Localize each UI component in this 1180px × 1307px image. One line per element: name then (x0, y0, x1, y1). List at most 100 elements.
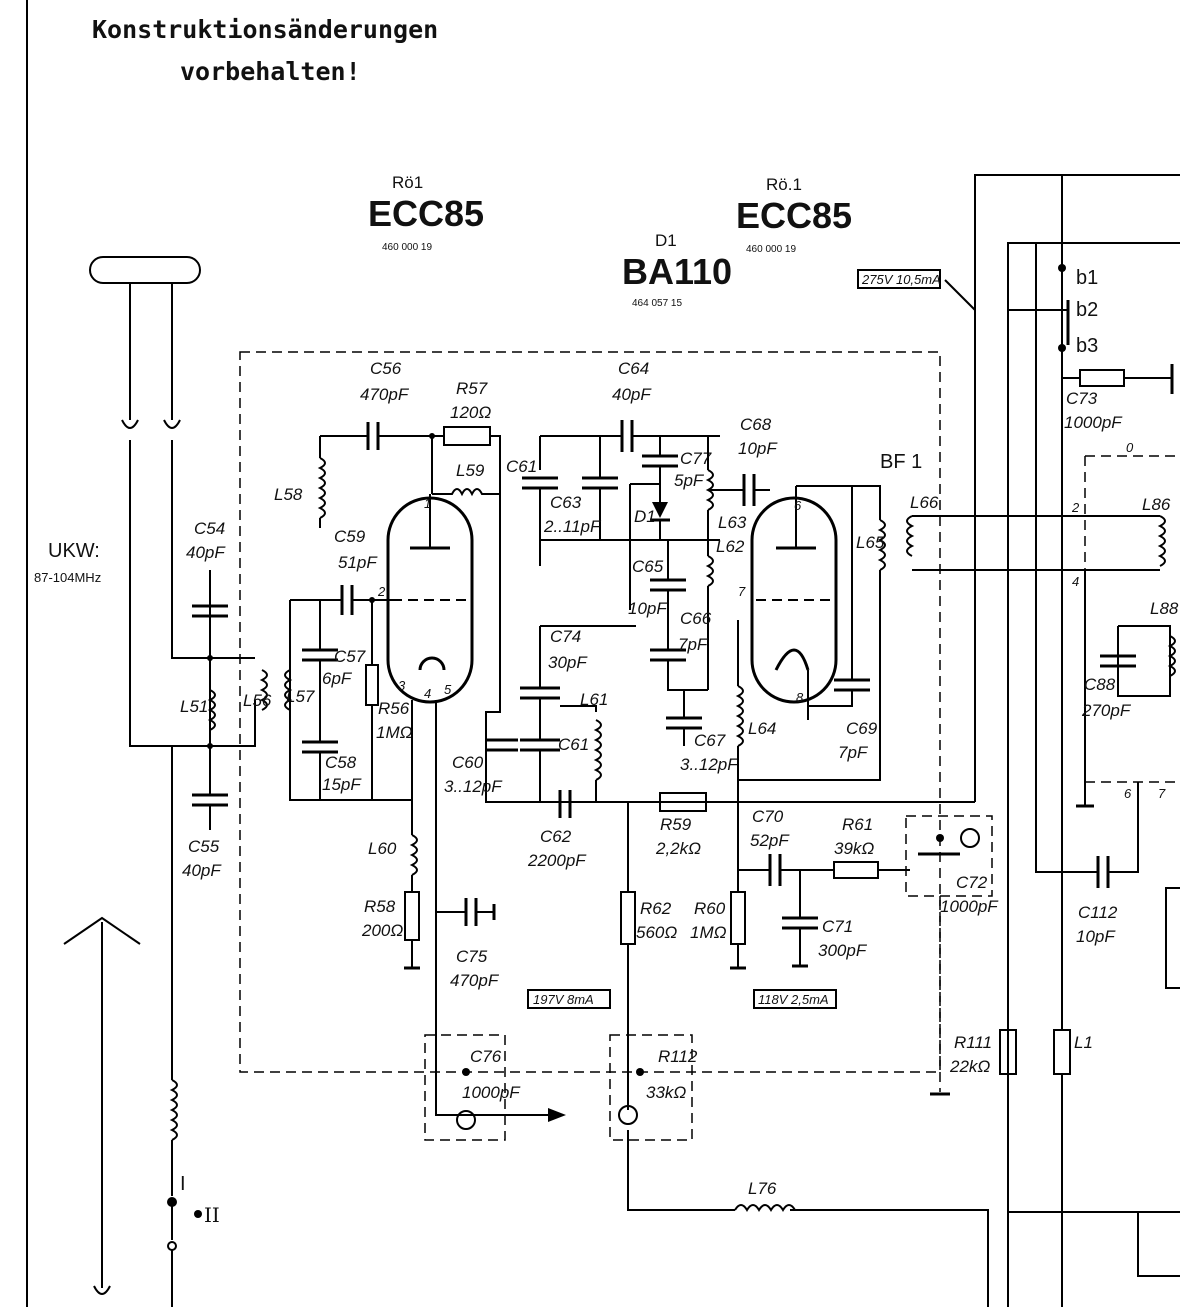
tube1-part: 460 000 19 (382, 242, 432, 253)
r59-ref: R59 (660, 815, 692, 834)
c72-val: 1000pF (940, 897, 999, 916)
c58-ref: C58 (325, 753, 357, 772)
junction (369, 597, 375, 603)
c61-lower-ref: C61 (558, 735, 589, 754)
tube1-envelope (386, 496, 474, 704)
wire (796, 485, 853, 680)
inductor-l62 (705, 555, 714, 587)
r113-ref: C73 (1066, 389, 1098, 408)
wire (1035, 243, 1098, 873)
c68-val: 10pF (738, 439, 778, 458)
voltage-tag-275 (857, 269, 941, 289)
c65-val: 10pF (628, 599, 668, 618)
r60-ref: R60 (694, 899, 726, 918)
pin-2b: 2 (1071, 500, 1080, 515)
c60-ref: C60 (452, 753, 484, 772)
switch-pos-2: II (204, 1203, 220, 1227)
c58-val: 15pF (322, 775, 362, 794)
resistor-r58 (404, 891, 420, 941)
l66-label: L66 (910, 493, 939, 512)
l59-label: L59 (456, 461, 485, 480)
l88-label: L88 (1150, 599, 1179, 618)
switch-b2: b2 (1076, 299, 1098, 321)
band-range: 87-104MHz (34, 570, 101, 585)
r56-val: 1MΩ (376, 723, 413, 742)
c112-val: 10pF (1076, 927, 1116, 946)
r62-val: 560Ω (636, 923, 677, 942)
voltage-118: 118V 2,5mA (758, 992, 829, 1007)
c64-val: 40pF (612, 385, 652, 404)
arrow-head (548, 1108, 566, 1122)
l65-label: L65 (856, 533, 885, 552)
l56-label: L56 (243, 691, 272, 710)
switch-contact-2 (194, 1210, 202, 1218)
resistor-r112 (999, 1029, 1017, 1075)
c62-val: 2200pF (527, 851, 587, 870)
r62-ref: R62 (640, 899, 672, 918)
c65-ref: C65 (632, 557, 664, 576)
c73-ref: C76 (470, 1047, 502, 1066)
c71-ref: C71 (822, 917, 853, 936)
inductor-l76 (734, 1204, 796, 1212)
c60-val: 3..12pF (444, 777, 503, 796)
c75-ref: C75 (456, 947, 488, 966)
c88-val: 270pF (1081, 701, 1132, 720)
c64-ref: C64 (618, 359, 649, 378)
c77-val: 5pF (674, 471, 705, 490)
junction (462, 1068, 470, 1076)
c69-ref: C69 (846, 719, 878, 738)
c76-box (609, 1034, 693, 1141)
diode-type: BA110 (622, 251, 732, 292)
tank-circuit (1117, 625, 1171, 697)
junction (636, 1068, 644, 1076)
pin-4b: 4 (1072, 574, 1079, 589)
switch-b3: b3 (1076, 335, 1098, 357)
bus-line (485, 494, 975, 803)
c63-val: 2..11pF (543, 517, 602, 536)
l63-label: L63 (718, 513, 747, 532)
l60-label: L60 (368, 839, 397, 858)
r56-ref: R56 (378, 699, 410, 718)
c76-val: 33kΩ (646, 1083, 686, 1102)
resistor-r60 (730, 891, 746, 945)
r60-val: 1MΩ (690, 923, 727, 942)
pin-0: 0 (1126, 440, 1134, 455)
voltage-275: 275V 10,5mA (861, 272, 941, 287)
c76-terminal (618, 1105, 638, 1125)
inductor-l61 (593, 719, 602, 781)
l61-label: L61 (580, 690, 608, 709)
header-line-2: vorbehalten! (180, 57, 361, 86)
wire (1137, 1212, 1180, 1277)
switch-b1: b1 (1076, 267, 1098, 289)
l86-label: L86 (1142, 495, 1171, 514)
pin-8: 8 (796, 690, 804, 705)
inductor-l64 (735, 685, 744, 747)
wire (738, 570, 881, 781)
r57-ref: R57 (456, 379, 488, 398)
wire (1108, 782, 1139, 873)
resistor-r56 (365, 664, 379, 706)
c61-ref: C61 (506, 457, 537, 476)
wire (790, 1209, 989, 1307)
tube1-ref: Rö1 (392, 173, 423, 192)
r112-ref: R111 (954, 1033, 992, 1052)
voltage-197: 197V 8mA (533, 992, 594, 1007)
pin-1: 1 (424, 496, 431, 511)
wire (667, 660, 708, 691)
c57-ref: C57 (334, 647, 366, 666)
tube1-type: ECC85 (368, 193, 484, 234)
resistor-r111 (1053, 1029, 1071, 1075)
tube2-part: 460 000 19 (746, 244, 796, 255)
pin-7: 7 (738, 584, 746, 599)
inductor-l65 (877, 519, 886, 571)
tube2-ref: Rö.1 (766, 175, 802, 194)
c56-ref: C56 (370, 359, 402, 378)
c67-ref: C67 (694, 731, 726, 750)
c62-ref: C62 (540, 827, 572, 846)
tube2-type: ECC85 (736, 195, 852, 236)
voltage-tag-118 (753, 989, 837, 1009)
band-arrow-tail (93, 1285, 111, 1295)
module-edge (1165, 887, 1180, 989)
wire (490, 435, 501, 494)
